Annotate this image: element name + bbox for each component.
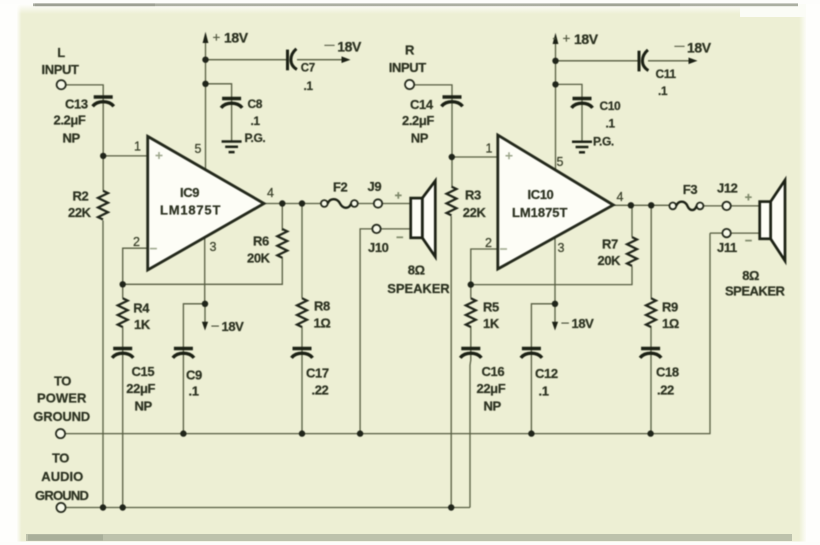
svg-text:.22: .22	[657, 383, 674, 398]
svg-text:IC9: IC9	[180, 185, 199, 200]
svg-text:R3: R3	[465, 188, 481, 203]
svg-text:LM1875T: LM1875T	[160, 203, 220, 218]
svg-text:GROUND: GROUND	[33, 409, 90, 424]
svg-text:+: +	[563, 31, 570, 46]
svg-text:C8: C8	[248, 97, 263, 111]
svg-text:C9: C9	[186, 368, 202, 383]
svg-text:R6: R6	[253, 234, 269, 249]
svg-text:INPUT: INPUT	[389, 60, 426, 75]
svg-text:R5: R5	[483, 299, 499, 314]
svg-text:22μF: 22μF	[126, 381, 155, 396]
svg-text:1Ω: 1Ω	[662, 316, 679, 331]
svg-text:C16: C16	[482, 364, 505, 379]
svg-text:C17: C17	[306, 365, 329, 380]
svg-text:C14: C14	[410, 97, 434, 112]
svg-text:3: 3	[558, 241, 565, 255]
svg-text:NP: NP	[135, 399, 153, 414]
svg-text:20K: 20K	[247, 250, 271, 265]
svg-text:4: 4	[267, 186, 274, 200]
svg-text:20K: 20K	[598, 253, 622, 268]
svg-text:SPEAKER: SPEAKER	[725, 284, 786, 299]
svg-text:.1: .1	[189, 384, 199, 399]
svg-text:R: R	[405, 43, 415, 58]
svg-text:F3: F3	[683, 182, 698, 197]
svg-text:2: 2	[485, 236, 492, 250]
svg-text:POWER: POWER	[37, 390, 87, 405]
svg-text:P.G.: P.G.	[245, 131, 266, 145]
svg-text:–: –	[212, 318, 220, 333]
svg-text:8Ω: 8Ω	[408, 263, 425, 278]
svg-text:J11: J11	[717, 240, 737, 255]
svg-text:—: —	[675, 41, 685, 52]
svg-text:AUDIO: AUDIO	[41, 469, 83, 484]
svg-text:1K: 1K	[134, 317, 151, 332]
svg-text:GROUND: GROUND	[35, 488, 89, 503]
svg-text:2.2μF: 2.2μF	[54, 112, 86, 127]
svg-text:18V: 18V	[687, 39, 712, 55]
svg-text:1K: 1K	[483, 316, 500, 331]
svg-text:.1: .1	[606, 117, 616, 131]
svg-text:—: —	[325, 40, 335, 51]
svg-text:C18: C18	[656, 364, 679, 379]
svg-text:TO: TO	[52, 450, 69, 465]
svg-text:2.2μF: 2.2μF	[402, 113, 434, 128]
svg-text:R2: R2	[73, 189, 89, 204]
svg-text:L: L	[57, 45, 65, 60]
svg-text:.1: .1	[251, 114, 261, 128]
svg-text:18V: 18V	[574, 31, 599, 47]
svg-text:J12: J12	[717, 181, 738, 196]
svg-text:NP: NP	[63, 130, 81, 145]
svg-text:R7: R7	[602, 237, 618, 252]
svg-text:C13: C13	[65, 96, 88, 111]
svg-text:C11: C11	[656, 67, 677, 81]
svg-text:.1: .1	[658, 84, 668, 98]
svg-text:C15: C15	[132, 364, 155, 379]
svg-text:18V: 18V	[224, 30, 249, 46]
svg-text:TO: TO	[54, 373, 71, 388]
svg-text:4: 4	[617, 190, 624, 204]
svg-text:R4: R4	[133, 301, 150, 316]
svg-text:J10: J10	[368, 240, 389, 255]
svg-text:C12: C12	[535, 366, 558, 381]
svg-text:22K: 22K	[463, 205, 487, 220]
svg-text:J9: J9	[368, 179, 382, 194]
svg-text:18V: 18V	[222, 319, 245, 334]
svg-text:C7: C7	[301, 63, 315, 75]
svg-text:F2: F2	[333, 180, 348, 195]
svg-text:.1: .1	[304, 79, 314, 93]
svg-text:-: -	[553, 33, 557, 45]
svg-text:SPEAKER: SPEAKER	[387, 281, 450, 296]
svg-text:P.G.: P.G.	[593, 135, 614, 149]
svg-text:1: 1	[134, 140, 141, 154]
svg-text:8Ω: 8Ω	[742, 268, 759, 283]
svg-text:22μF: 22μF	[477, 381, 506, 396]
svg-text:5: 5	[557, 155, 564, 169]
svg-text:R9: R9	[662, 299, 678, 314]
svg-text:INPUT: INPUT	[42, 62, 79, 77]
svg-text:.22: .22	[312, 383, 329, 398]
svg-text:R8: R8	[314, 298, 330, 313]
svg-text:2: 2	[133, 235, 140, 249]
svg-text:+: +	[213, 30, 220, 45]
svg-text:18V: 18V	[572, 316, 595, 331]
svg-text:–: –	[562, 315, 570, 330]
svg-text:.1: .1	[539, 384, 549, 399]
svg-text:3: 3	[210, 240, 217, 254]
svg-text:LM1875T: LM1875T	[512, 205, 567, 220]
svg-text:22K: 22K	[68, 205, 92, 220]
svg-text:1: 1	[486, 142, 493, 156]
svg-text:NP: NP	[484, 399, 502, 414]
svg-text:5: 5	[195, 142, 202, 156]
svg-text:C10: C10	[600, 99, 622, 113]
svg-text:18V: 18V	[337, 38, 362, 54]
svg-text:NP: NP	[411, 130, 429, 145]
svg-text:IC10: IC10	[528, 187, 554, 202]
svg-text:1Ω: 1Ω	[314, 315, 331, 330]
